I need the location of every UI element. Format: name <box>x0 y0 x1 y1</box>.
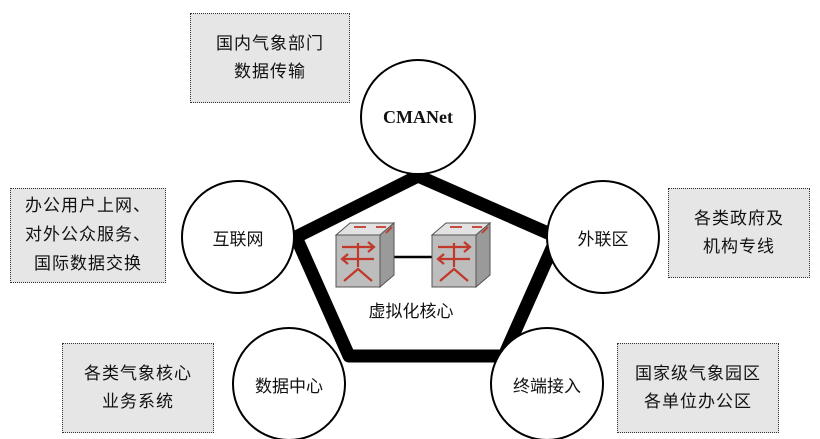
terminal-node <box>490 327 604 439</box>
switch-icon <box>334 221 396 289</box>
terminal-label: 终端接入 <box>513 376 581 397</box>
note-line: 国家级气象园区 <box>635 364 761 384</box>
virtual-core-label: 虚拟化核心 <box>368 301 454 322</box>
note-line: 国际数据交换 <box>34 254 142 274</box>
note-line: 数据传输 <box>234 62 306 82</box>
cmanet-label: CMANet <box>383 106 453 127</box>
note-line: 对外公众服务、 <box>25 225 151 245</box>
note-line: 机构专线 <box>703 237 775 257</box>
internet-node <box>181 180 295 294</box>
switch-icon <box>430 221 492 289</box>
note-line: 业务系统 <box>102 392 174 412</box>
note-domestic-transfer: 国内气象部门 数据传输 <box>190 13 350 103</box>
extranet-node <box>546 180 660 294</box>
note-public-services: 办公用户上网、 对外公众服务、 国际数据交换 <box>10 188 166 283</box>
note-line: 办公用户上网、 <box>25 196 151 216</box>
internet-label: 互联网 <box>212 229 264 250</box>
virtual-core-pentagon <box>289 169 564 363</box>
cmanet-node <box>360 59 476 175</box>
note-line: 国内气象部门 <box>216 34 324 54</box>
note-government-lines: 各类政府及 机构专线 <box>668 188 810 278</box>
note-core-systems: 各类气象核心 业务系统 <box>62 343 214 433</box>
note-line: 各类政府及 <box>694 209 784 229</box>
datacenter-label: 数据中心 <box>255 376 323 397</box>
extranet-label: 外联区 <box>577 229 629 250</box>
note-line: 各类气象核心 <box>84 364 192 384</box>
note-line: 各单位办公区 <box>644 392 752 412</box>
note-meteo-park: 国家级气象园区 各单位办公区 <box>617 343 779 433</box>
datacenter-node <box>232 327 346 439</box>
